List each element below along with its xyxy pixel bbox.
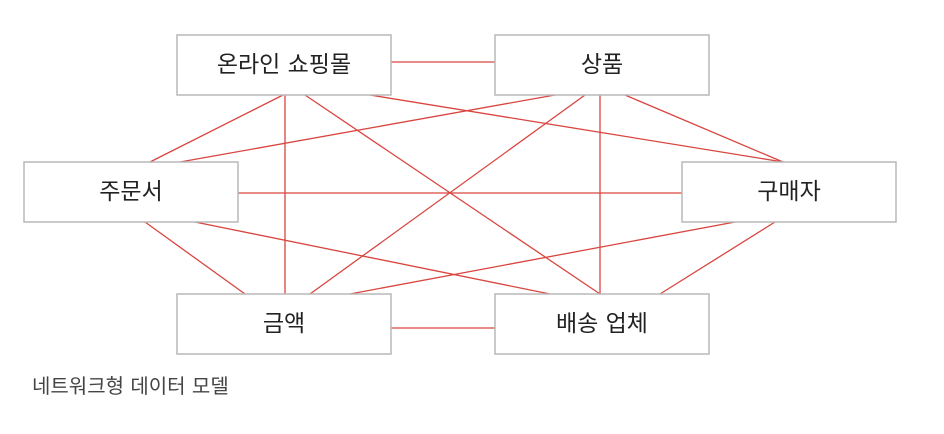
diagram-caption: 네트워크형 데이터 모델 bbox=[32, 374, 229, 398]
node-label: 주문서 bbox=[99, 179, 162, 205]
edge-order-amount bbox=[144, 221, 246, 295]
node-amount: 금액 bbox=[176, 293, 392, 355]
node-buyer: 구매자 bbox=[681, 161, 897, 223]
node-shipping: 배송 업체 bbox=[494, 293, 710, 355]
node-label: 금액 bbox=[263, 311, 305, 337]
edge-buyer-amount bbox=[349, 221, 736, 295]
edge-product-order bbox=[179, 94, 556, 163]
node-order: 주문서 bbox=[23, 161, 239, 223]
node-label: 구매자 bbox=[757, 179, 820, 205]
edge-order-shipping bbox=[194, 221, 551, 295]
node-label: 상품 bbox=[581, 52, 623, 78]
node-online_mall: 온라인 쇼핑몰 bbox=[176, 34, 392, 96]
edge-product-amount bbox=[309, 94, 586, 295]
edge-product-buyer bbox=[624, 94, 784, 163]
node-box bbox=[176, 34, 392, 96]
node-product: 상품 bbox=[494, 34, 710, 96]
node-box bbox=[23, 161, 239, 223]
edge-online_mall-shipping bbox=[304, 94, 601, 295]
edge-online_mall-buyer bbox=[369, 94, 784, 163]
node-label: 온라인 쇼핑몰 bbox=[217, 52, 351, 78]
edge-online_mall-order bbox=[149, 94, 284, 163]
node-box bbox=[681, 161, 897, 223]
node-box bbox=[176, 293, 392, 355]
node-box bbox=[494, 34, 710, 96]
node-box bbox=[494, 293, 710, 355]
edge-buyer-shipping bbox=[659, 221, 776, 295]
edges-layer bbox=[144, 61, 784, 329]
node-label: 배송 업체 bbox=[556, 311, 648, 337]
